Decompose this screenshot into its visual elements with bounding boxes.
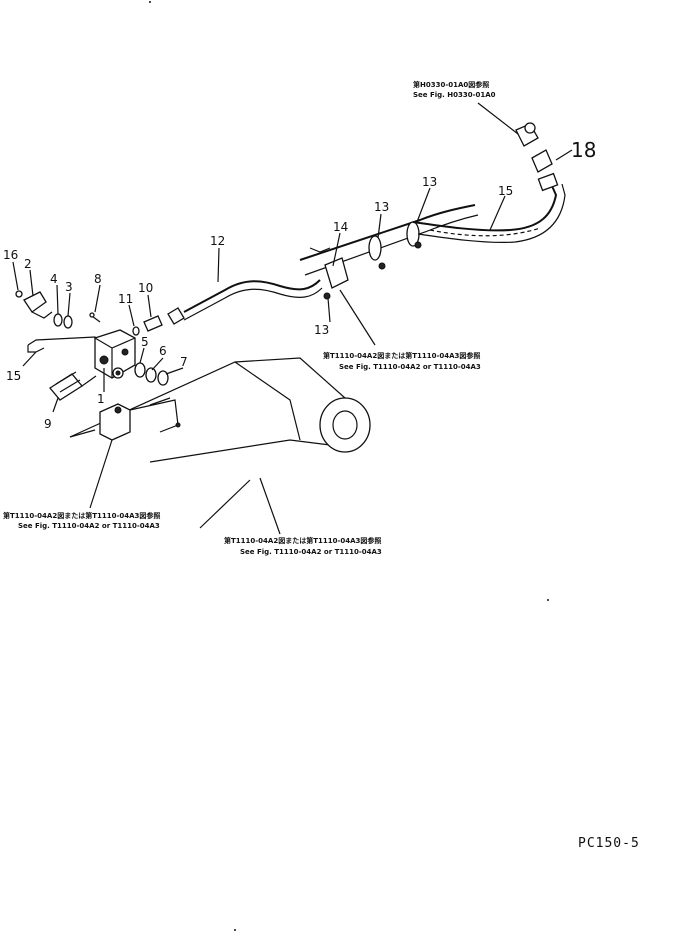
scan-dot xyxy=(149,1,151,3)
part-label-14: 14 xyxy=(333,220,348,234)
part-label-6: 6 xyxy=(159,344,167,358)
scan-dot xyxy=(234,929,236,931)
part-label-4: 4 xyxy=(50,272,58,286)
part-label-18: 18 xyxy=(571,138,596,162)
part-label-8: 8 xyxy=(94,272,102,286)
ref-middle-en: See Fig. T1110-04A2 or T1110-04A3 xyxy=(339,363,481,371)
part-label-3: 3 xyxy=(65,280,73,294)
ref-bottom-jp: 第T1110-04A2図または第T1110-04A3図参照 xyxy=(224,536,381,545)
ref-left-jp: 第T1110-04A2図または第T1110-04A3図参照 xyxy=(3,511,160,520)
pipe-13 xyxy=(299,204,479,300)
part-label-16: 15 xyxy=(6,369,21,383)
part-label-13-lower: 13 xyxy=(314,323,329,337)
lower-bracket xyxy=(99,397,181,441)
part-label-1: 1 xyxy=(97,392,105,406)
part-label-5: 5 xyxy=(141,335,149,349)
ref-left-en: See Fig. T1110-04A2 or T1110-04A3 xyxy=(18,522,160,530)
part-label-13-upper: 13 xyxy=(422,175,437,189)
part-label-17: 16 xyxy=(3,248,18,262)
part-label-10: 10 xyxy=(138,281,153,295)
reference-notes: 第H0330-01A0図参照 See Fig. H0330-01A0 第T111… xyxy=(3,80,496,556)
hose-12 xyxy=(167,279,323,325)
scan-dot xyxy=(547,599,549,601)
part-label-11: 11 xyxy=(118,292,133,306)
ref-top-right-en: See Fig. H0330-01A0 xyxy=(413,91,496,99)
model-code: PC150-5 xyxy=(578,836,640,851)
ref-top-right-jp: 第H0330-01A0図参照 xyxy=(413,80,489,89)
bracket-16 xyxy=(27,336,101,353)
ref-bottom-en: See Fig. T1110-04A2 or T1110-04A3 xyxy=(240,548,382,556)
fitting-18 xyxy=(515,122,553,173)
part-label-12: 12 xyxy=(210,234,225,248)
hose-15 xyxy=(412,172,566,243)
part-label-7: 7 xyxy=(180,355,188,369)
ref-middle-jp: 第T1110-04A2図または第T1110-04A3図参照 xyxy=(323,351,480,360)
part-label-9: 9 xyxy=(44,417,52,431)
part-label-2: 2 xyxy=(24,257,32,271)
part-label-15: 15 xyxy=(498,184,513,198)
part-label-13-middle: 13 xyxy=(374,200,389,214)
part-number-labels: 16 2 4 3 8 11 10 5 6 7 1 9 15 12 13 14 1… xyxy=(3,138,596,431)
leader-lines xyxy=(12,102,573,535)
boom-structure xyxy=(69,357,371,529)
valve-block-1 xyxy=(94,329,136,379)
fittings-left xyxy=(15,290,169,401)
